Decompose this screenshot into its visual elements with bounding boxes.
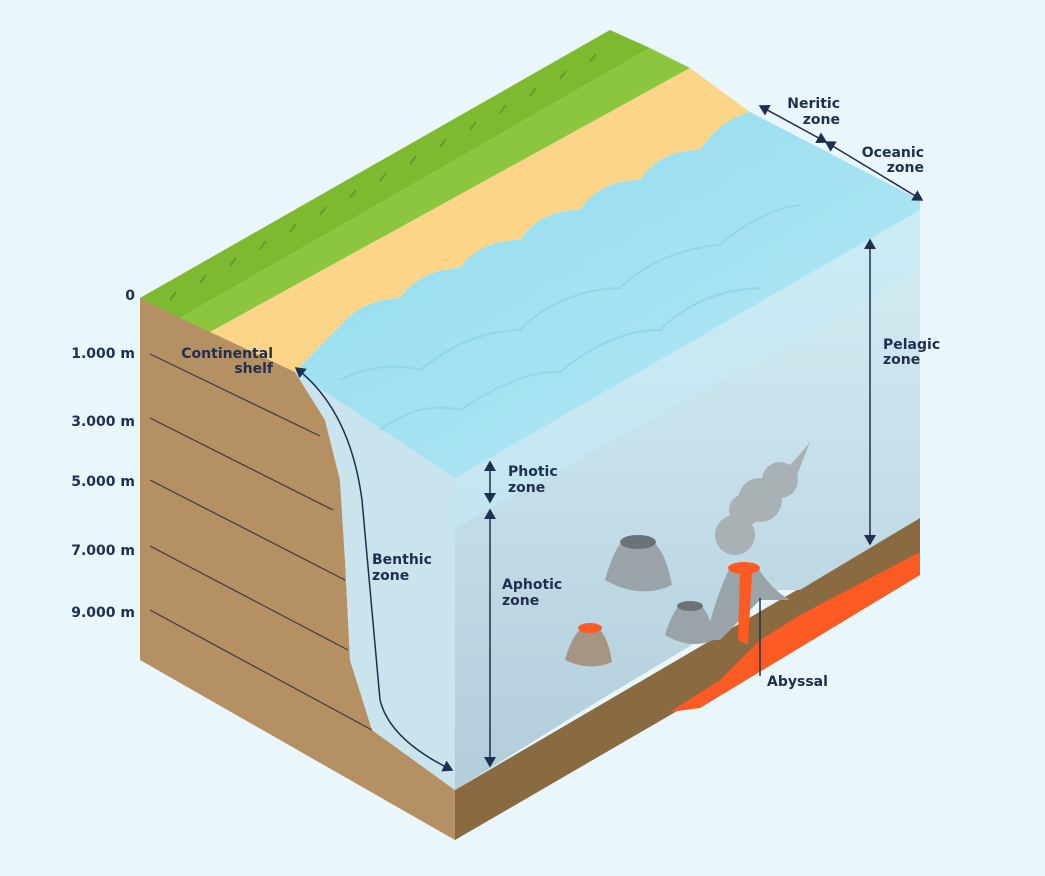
neritic-zone-label: Neritic (787, 96, 840, 112)
depth-tick-1000: 1.000 m (71, 346, 135, 362)
oceanic-zone-label: Oceanic (862, 145, 924, 161)
lava-layer (670, 552, 920, 712)
depth-tick-0: 0 (125, 288, 135, 304)
continental-shelf-label-2: shelf (234, 361, 274, 377)
pelagic-zone-label: Pelagic (883, 337, 940, 353)
neritic-arrow (758, 105, 828, 143)
depth-tick-7000: 7.000 m (71, 543, 135, 559)
volcano-icon (665, 601, 714, 644)
photic-band (455, 210, 920, 528)
neritic-zone-label-2: zone (803, 112, 840, 128)
depth-tick-3000: 3.000 m (71, 414, 135, 430)
volcano-icon (605, 535, 672, 592)
smoke-icon (715, 442, 810, 555)
benthic-zone-label: Benthic (372, 552, 432, 568)
grass-icon (169, 53, 597, 301)
benthic-arrow (294, 367, 454, 772)
aphotic-zone-label: Aphotic (502, 577, 562, 593)
depth-tick-9000: 9.000 m (71, 605, 135, 621)
pelagic-zone-label-2: zone (883, 352, 920, 368)
oceanic-arrow (824, 141, 924, 201)
abyssal-label: Abyssal (767, 674, 828, 690)
volcano-icon (705, 562, 790, 645)
continental-shelf-label: Continental (181, 346, 273, 362)
arrow-icon (294, 105, 924, 772)
volcano-icon (565, 623, 612, 667)
benthic-zone-label-2: zone (372, 568, 409, 584)
oceanic-zone-label-2: zone (887, 160, 924, 176)
aphotic-zone-label-2: zone (502, 593, 539, 609)
sand-beach (210, 68, 750, 372)
photic-zone-label-2: zone (508, 480, 545, 496)
zone-labels: Continental shelf Neritic zone Oceanic z… (181, 96, 940, 690)
earth-front (455, 518, 920, 840)
depth-tick-5000: 5.000 m (71, 474, 135, 490)
photic-zone-label: Photic (508, 464, 558, 480)
grass-top (140, 30, 650, 318)
depth-scale: 0 1.000 m 3.000 m 5.000 m 7.000 m 9.000 … (71, 288, 135, 621)
land-strip (180, 48, 690, 332)
